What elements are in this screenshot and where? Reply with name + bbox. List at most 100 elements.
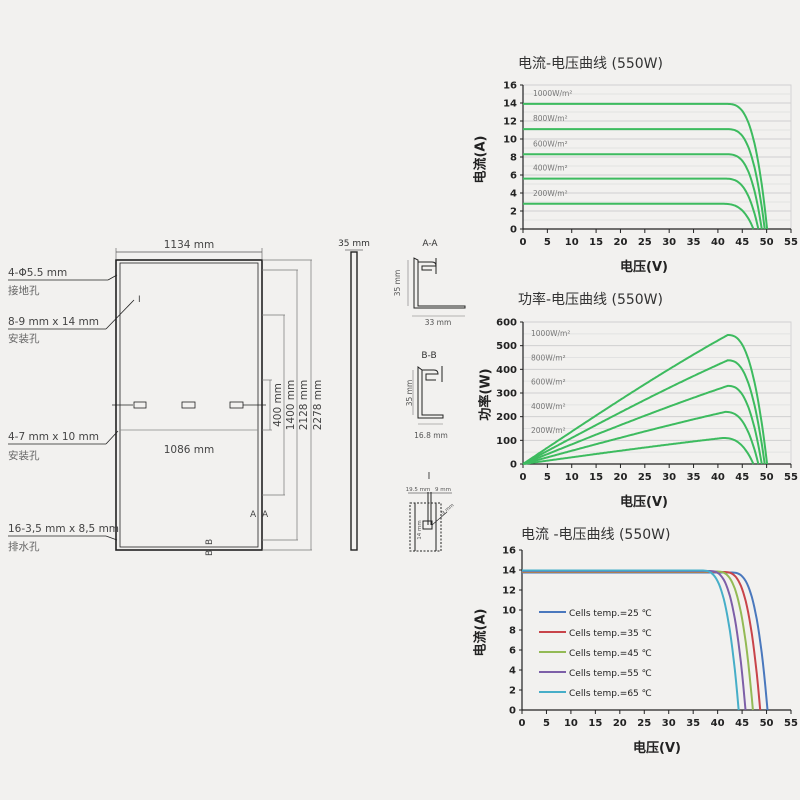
section-marker-b-bottom: B	[205, 550, 215, 556]
y-tick-label: 8	[509, 626, 516, 637]
callout-name-drainage: 排水孔	[8, 540, 40, 553]
y-tick-label: 2	[509, 686, 516, 697]
y-tick-label: 12	[502, 586, 516, 597]
side-thickness-label: 35 mm	[338, 239, 370, 249]
pv-curve-4	[522, 437, 755, 465]
x-tick-label: 55	[784, 718, 798, 729]
y-tick-label: 0	[509, 706, 516, 717]
x-tick-label: 10	[565, 472, 579, 483]
iv-curve-3	[523, 177, 760, 230]
x-tick-label: 45	[735, 718, 749, 729]
panel-frame-inner	[119, 262, 259, 548]
y-tick-label: 6	[509, 646, 516, 657]
x-tick-label: 20	[613, 718, 627, 729]
section-aa-height: 35 mm	[393, 270, 402, 297]
x-tick-label: 10	[565, 237, 579, 248]
x-tick-label: 50	[760, 237, 774, 248]
y-tick-label: 300	[496, 389, 517, 400]
x-tick-label: 30	[662, 718, 676, 729]
y-tick-label: 2	[510, 207, 517, 218]
section-marker-b-top: B	[205, 539, 215, 545]
y-tick-label: 8	[510, 153, 517, 164]
section-bb-title: B-B	[421, 351, 436, 361]
x-tick-label: 30	[662, 237, 676, 248]
iv-curve-1	[523, 128, 766, 230]
legend-label: Cells temp.=35 ℃	[569, 629, 652, 639]
callout-name-mounting-2: 安装孔	[8, 449, 40, 462]
callout-spec-mounting-1: 8-9 mm x 14 mm	[8, 316, 99, 328]
y-tick-label: 6	[510, 171, 517, 182]
chart2-xlabel: 电压(V)	[620, 495, 668, 510]
junction-boxes	[112, 401, 266, 409]
callout-name-mounting-1: 安装孔	[8, 332, 40, 345]
x-tick-label: 35	[687, 472, 701, 483]
chart1-xlabel: 电压(V)	[620, 260, 668, 275]
y-tick-label: 12	[503, 117, 517, 128]
pv-curve-3	[522, 410, 760, 465]
y-tick-label: 4	[510, 189, 517, 200]
x-tick-label: 5	[544, 472, 551, 483]
section-bb-profile	[412, 366, 444, 425]
series-label: 1000W/m²	[533, 89, 572, 98]
x-tick-label: 55	[784, 472, 798, 483]
x-tick-label: 5	[544, 237, 551, 248]
section-bb-width: 16.8 mm	[414, 431, 448, 440]
series-label: 200W/m²	[533, 189, 568, 198]
x-tick-label: 25	[637, 718, 651, 729]
legend-label: Cells temp.=65 ℃	[569, 689, 652, 699]
height-label-2278: 2278 mm	[312, 380, 324, 431]
x-tick-label: 40	[711, 718, 725, 729]
pv-curve-1	[522, 359, 766, 465]
x-tick-label: 15	[588, 718, 602, 729]
x-tick-label: 15	[589, 237, 603, 248]
x-tick-label: 0	[519, 718, 526, 729]
height-label-2128: 2128 mm	[298, 380, 310, 431]
x-tick-label: 55	[784, 237, 798, 248]
x-tick-label: 20	[613, 237, 627, 248]
x-tick-label: 45	[735, 472, 749, 483]
legend-label: Cells temp.=45 ℃	[569, 649, 652, 659]
chart3-title: 电流 -电压曲线 (550W)	[521, 527, 671, 543]
series-label: 600W/m²	[531, 378, 566, 387]
series-label: 800W/m²	[531, 353, 566, 362]
x-tick-label: 40	[711, 472, 725, 483]
detail-i-dim1: 19.5 mm	[406, 487, 431, 493]
y-tick-label: 16	[503, 81, 517, 92]
iv-curve-0	[523, 102, 769, 230]
section-marker-a-left: A	[250, 510, 257, 520]
legend-label: Cells temp.=55 ℃	[569, 669, 652, 679]
y-tick-label: 10	[502, 606, 516, 617]
x-tick-label: 35	[687, 237, 701, 248]
x-tick-label: 30	[662, 472, 676, 483]
section-bb-height: 35 mm	[405, 380, 414, 407]
x-tick-label: 35	[686, 718, 700, 729]
detail-i-dim4: 9 mm	[440, 503, 455, 517]
detail-i-dim3: 14 mm	[417, 520, 423, 539]
section-marker-a-right: A	[262, 510, 269, 520]
detail-i-dim2: 9 mm	[435, 487, 451, 493]
y-tick-label: 0	[510, 225, 517, 236]
section-aa-width: 33 mm	[425, 318, 452, 327]
chart3-xlabel: 电压(V)	[633, 741, 681, 756]
y-tick-label: 200	[496, 412, 517, 423]
temp-curve-4	[522, 569, 740, 711]
x-tick-label: 45	[735, 237, 749, 248]
y-tick-label: 16	[502, 546, 516, 557]
side-view	[350, 251, 358, 551]
inner-width-label: 1086 mm	[164, 444, 215, 456]
detail-i-drawing	[408, 492, 452, 552]
x-tick-label: 0	[520, 472, 527, 483]
section-aa-profile	[407, 257, 466, 317]
detail-i-title: I	[428, 471, 431, 482]
y-tick-label: 500	[496, 341, 517, 352]
chart1-title: 电流-电压曲线 (550W)	[518, 56, 663, 72]
series-label: 400W/m²	[531, 402, 566, 411]
callout-name-grounding: 接地孔	[8, 284, 40, 297]
callout-spec-mounting-2: 4-7 mm x 10 mm	[8, 431, 99, 443]
height-label-1400: 1400 mm	[285, 380, 297, 431]
x-tick-label: 25	[638, 237, 652, 248]
x-tick-label: 5	[543, 718, 550, 729]
section-aa-title: A-A	[422, 239, 438, 249]
